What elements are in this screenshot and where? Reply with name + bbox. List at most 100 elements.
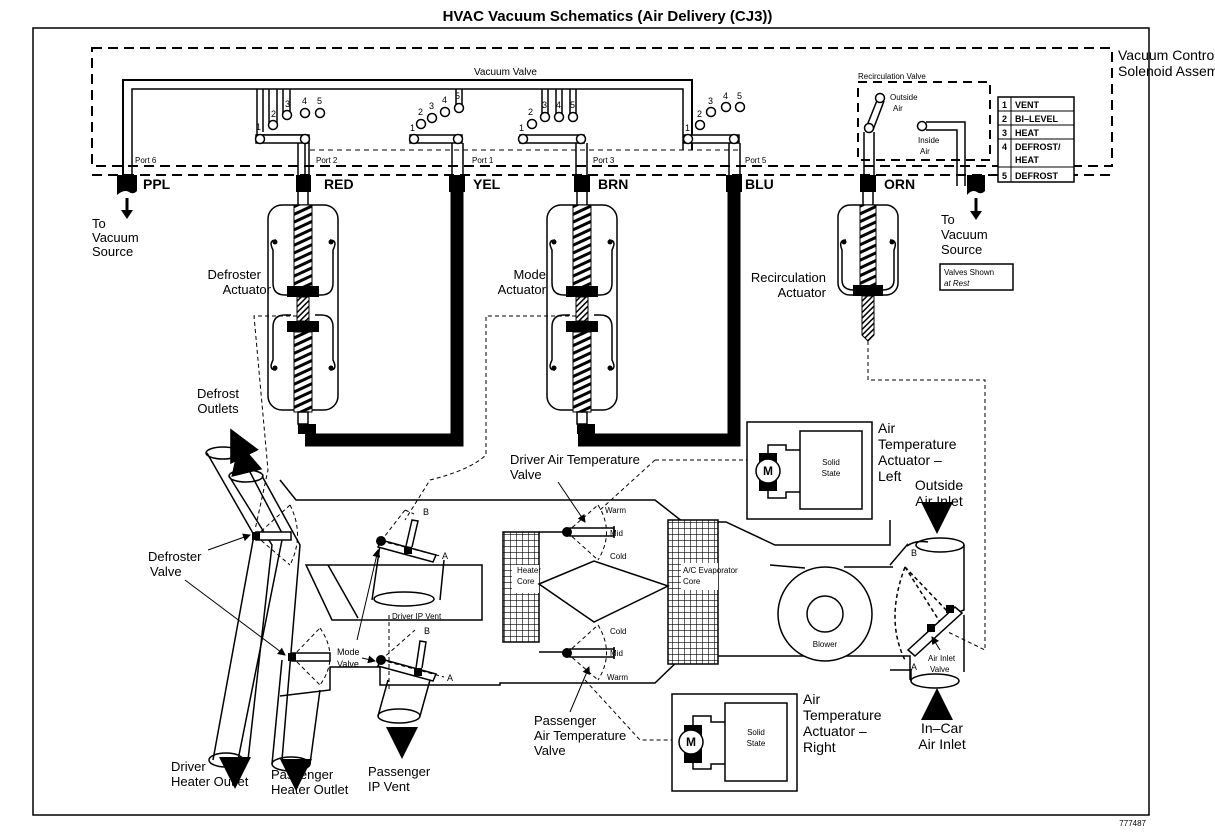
blu-vacuum-line	[578, 192, 741, 447]
red-label: RED	[324, 176, 354, 192]
port-pos-4: 4	[556, 100, 561, 110]
legend-mode: HEAT	[1015, 128, 1039, 138]
heater-core: Heater Core	[502, 531, 566, 653]
evaporator-core-label-2: Core	[683, 577, 701, 586]
port-5-label: Port 5	[745, 156, 767, 165]
diagram-title: HVAC Vacuum Schematics (Air Delivery (CJ…	[442, 8, 773, 25]
duct-housing	[279, 479, 911, 697]
defrost-outlets-label-1: Defrost	[197, 386, 239, 401]
defroster-actuator	[267, 192, 339, 434]
valves-at-rest-note-2: at Rest	[944, 279, 970, 288]
mode-valve-label-1: Mode	[337, 647, 360, 657]
port-pos-4: 4	[302, 96, 307, 106]
mode-valve-lower-left	[288, 627, 331, 686]
port-pos-4: 4	[723, 91, 728, 101]
vacuum-source-text-1: To	[941, 212, 955, 227]
air-temperature-actuator-left: M Solid State Air Temperature Actuator –…	[746, 420, 957, 520]
legend-number: 1	[1002, 100, 1007, 110]
port-pos-3: 3	[285, 99, 290, 109]
position-a-upper: A	[442, 551, 448, 561]
legend-number: 5	[1002, 171, 1007, 181]
passenger-air-temperature-valve: Cold Mid Warm	[562, 624, 628, 682]
recirculation-actuator-label-2: Actuator	[778, 285, 827, 300]
solid-state-left-1: Solid	[822, 458, 840, 467]
blower-label: Blower	[813, 640, 838, 649]
driver-mid-label: Mid	[610, 529, 623, 538]
linkage-lines	[253, 315, 986, 741]
port-pos-2: 2	[697, 109, 702, 119]
vacuum-source-text-1: To	[92, 216, 106, 231]
passenger-ip-vent-label-1: Passenger	[368, 764, 431, 779]
port-pos-1: 1	[685, 123, 690, 133]
position-b-lower: B	[424, 626, 430, 636]
port-pos-5: 5	[455, 91, 460, 101]
yel-label: YEL	[473, 176, 501, 192]
recirculation-actuator-label-1: Recirculation	[751, 270, 826, 285]
vacuum-valve-label: Vacuum Valve	[474, 67, 537, 78]
inside-air-label-2: Air	[920, 147, 930, 156]
port-pos-4: 4	[442, 95, 447, 105]
diagram-frame	[32, 27, 1150, 816]
air-temp-right-label-1: Air	[803, 691, 820, 707]
port-3-label: Port 3	[593, 156, 615, 165]
air-inlet-position-a: A	[911, 662, 917, 672]
air-temp-right-label-4: Right	[803, 739, 836, 755]
port-pos-1: 1	[410, 123, 415, 133]
driver-cold-label: Cold	[610, 552, 626, 561]
air-temp-left-label-3: Actuator –	[878, 452, 942, 468]
position-a-lower: A	[447, 673, 453, 683]
port-pos-2: 2	[418, 107, 423, 117]
air-inlet-valve-label-1: Air Inlet	[928, 654, 956, 663]
air-temp-right-label-3: Actuator –	[803, 723, 867, 739]
mode-actuator	[546, 192, 618, 434]
driver-air-temp-valve-label-1: Driver Air Temperature	[510, 452, 640, 467]
legend-mode: DEFROST/	[1015, 142, 1061, 152]
mode-valve-lower: B A	[376, 626, 453, 683]
port-pos-3: 3	[542, 100, 547, 110]
motor-right-icon: M	[686, 735, 696, 749]
defroster-valve	[252, 504, 298, 566]
port-2-label: Port 2	[316, 156, 338, 165]
driver-temp-valve-pointer	[557, 481, 586, 523]
port-pos-2: 2	[271, 109, 276, 119]
air-inlet-position-b: B	[911, 548, 917, 558]
mode-actuator-label-2: Actuator	[498, 282, 547, 297]
passenger-air-temp-valve-label-3: Valve	[534, 743, 566, 758]
legend-mode: DEFROST	[1015, 171, 1059, 181]
airflow-divider	[537, 560, 670, 623]
air-inlet-valve-pivot-2	[927, 624, 935, 632]
driver-heater-outlet-label-2: Heater Outlet	[171, 774, 249, 789]
air-temp-left-label-4: Left	[878, 468, 901, 484]
legend-number: 2	[1002, 114, 1007, 124]
vacuum-source-text-2: Vacuum	[941, 227, 988, 242]
port-pos-2: 2	[528, 107, 533, 117]
blu-label: BLU	[745, 176, 774, 192]
driver-warm-label: Warm	[605, 506, 626, 515]
legend-number: 3	[1002, 128, 1007, 138]
position-b-upper: B	[423, 507, 429, 517]
motor-left-icon: M	[763, 464, 773, 478]
legend-mode: BI–LEVEL	[1015, 114, 1059, 124]
evaporator-core: A/C Evaporator Core	[667, 519, 738, 665]
defrost-duct	[205, 446, 445, 772]
valves-at-rest-note-1: Valves Shown	[944, 268, 994, 277]
heater-core-label-1: Heater	[517, 566, 541, 575]
mode-valve-pointer	[361, 655, 376, 664]
air-inlet-valve-pointer	[931, 636, 941, 651]
in-car-air-inlet-label-1: In–Car	[921, 720, 963, 736]
air-inlet-valve-label-2: Valve	[930, 665, 950, 674]
passenger-temp-valve-pointer	[569, 666, 590, 713]
legend-row: 2 BI–LEVEL	[1002, 114, 1059, 124]
orn-label: ORN	[884, 176, 915, 192]
driver-air-temperature-valve: Warm Mid Cold	[562, 504, 626, 561]
port-1-label: Port 1	[472, 156, 494, 165]
vacuum-source-text-3: Source	[92, 244, 133, 259]
defroster-valve-pointer	[207, 533, 251, 551]
port-connectors: PPL RED YEL BRN BLU ORN	[117, 175, 985, 195]
in-car-air-inlet-label-2: Air Inlet	[918, 736, 966, 752]
driver-air-temp-valve-label-2: Valve	[510, 467, 542, 482]
brn-label: BRN	[598, 176, 628, 192]
air-temp-left-label-2: Temperature	[878, 436, 957, 452]
